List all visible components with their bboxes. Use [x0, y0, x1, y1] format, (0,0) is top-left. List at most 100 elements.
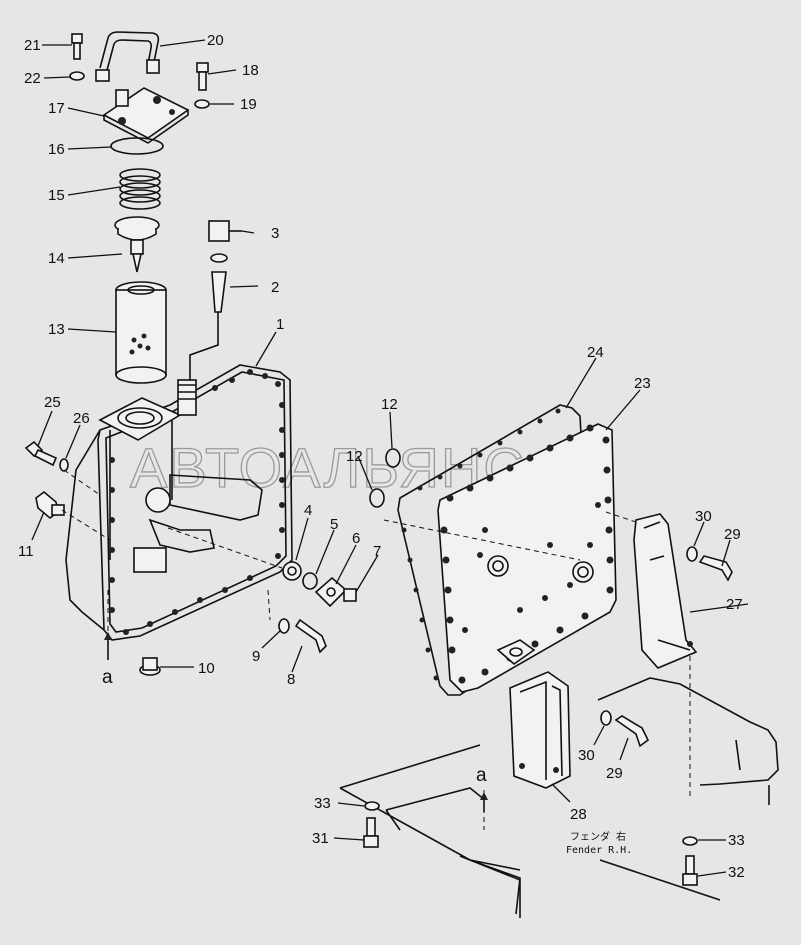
callout-29-upper: 29 [724, 526, 741, 543]
reference-line [383, 519, 581, 561]
callout-6: 6 [352, 530, 360, 547]
washer-part-30-lower [600, 710, 612, 726]
bolt-shank-part-18 [198, 71, 207, 91]
callout-25: 25 [44, 394, 61, 411]
washer-part-9 [278, 618, 290, 634]
o-ring-part-5 [302, 572, 318, 590]
callout-8: 8 [287, 671, 295, 688]
o-ring-part-12-lower [369, 488, 385, 508]
guard-part-28 [509, 671, 571, 789]
callout-1: 1 [276, 316, 284, 333]
valve-part-14 [114, 216, 160, 273]
callout-22: 22 [24, 70, 41, 87]
bolt-shank-part-21 [73, 42, 81, 60]
reference-arrowhead [480, 792, 488, 800]
callout-32: 32 [728, 864, 745, 881]
callout-5: 5 [330, 516, 338, 533]
callout-2: 2 [271, 279, 279, 296]
callout-30-lower: 30 [578, 747, 595, 764]
drain-plug-part-10-head [142, 657, 158, 671]
fender-note-japanese: フェンダ 右 [570, 830, 626, 843]
cover-bolt [169, 109, 175, 115]
callout-11: 11 [18, 543, 34, 560]
tank-cover-part-23 [437, 423, 617, 693]
callout-33-left: 33 [314, 795, 331, 812]
callout-28: 28 [570, 806, 587, 823]
bracket-part-27 [633, 513, 698, 669]
washer-part-19 [194, 99, 210, 109]
bolt-part-8 [294, 618, 327, 654]
guard-bolt [553, 767, 559, 773]
filter-element-part-13 [115, 281, 167, 384]
guard-bolt [519, 763, 525, 769]
callout-4: 4 [304, 502, 312, 519]
fender-note-english: Fender R.H. [566, 845, 632, 856]
cover-port [487, 555, 509, 577]
fender-rh-outline [597, 677, 779, 786]
flange-part-4 [282, 561, 302, 581]
cover-bolt [153, 96, 161, 104]
callout-19: 19 [240, 96, 257, 113]
cover-boss [115, 89, 129, 107]
gasket-bolt-holes [401, 408, 561, 681]
reference-line [267, 589, 271, 621]
o-ring-part-12-upper [385, 448, 401, 468]
bolt-head-part-31 [363, 835, 379, 848]
cover-flange [496, 639, 536, 666]
bolt-shank-part-25 [33, 448, 58, 467]
bracket-edges [643, 521, 691, 651]
cover-flange-hole [509, 647, 523, 657]
fender-edge [385, 787, 486, 831]
guard-part-28-edges [519, 680, 563, 780]
spring-part-15 [119, 168, 161, 210]
bolt-shank-part-32 [685, 855, 695, 875]
flange-part-4-bore [287, 566, 297, 576]
bolt-head-part-18 [196, 62, 209, 73]
callout-29-lower: 29 [606, 765, 623, 782]
reference-line [63, 469, 101, 496]
callout-10: 10 [198, 660, 215, 677]
o-ring-part-16 [110, 137, 164, 155]
plug-part-11-thread [51, 504, 65, 516]
cover-plate-part-6 [314, 576, 348, 608]
cover-port-bore [492, 560, 504, 572]
callout-13: 13 [48, 321, 65, 338]
fender-outline [339, 744, 521, 915]
callout-23: 23 [634, 375, 651, 392]
callout-17: 17 [48, 100, 65, 117]
callout-12-lower: 12 [346, 448, 363, 465]
reference-label-a-right: a [476, 765, 487, 786]
bolt-part-29-upper [698, 555, 733, 582]
pipe-part-20-inner [105, 39, 152, 75]
callout-3: 3 [271, 225, 279, 242]
fender-edge [599, 739, 741, 901]
washer-part-33-left [364, 801, 380, 811]
nut-part-7 [343, 588, 357, 602]
pipe-fitting [146, 59, 160, 74]
washer-part-30-upper [686, 546, 698, 562]
callout-27: 27 [726, 596, 743, 613]
washer-part-22 [69, 71, 85, 81]
callout-9: 9 [252, 648, 260, 665]
callout-31: 31 [312, 830, 329, 847]
callout-26: 26 [73, 410, 90, 427]
reference-label-a-left: a [102, 667, 113, 688]
bolt-shank-part-31 [366, 817, 376, 837]
bracket-bolt [687, 641, 693, 647]
callout-30-upper: 30 [695, 508, 712, 525]
washer-part-26 [59, 458, 69, 472]
bolt-head-part-32 [682, 873, 698, 886]
callout-16: 16 [48, 141, 65, 158]
reference-line [167, 527, 283, 569]
pipe-fitting [95, 69, 110, 82]
cover-perimeter-bolts [440, 424, 614, 684]
cover-port [572, 561, 594, 583]
callout-21: 21 [24, 37, 41, 54]
fender-edge [459, 855, 521, 918]
cover-plate-hole [326, 587, 336, 597]
washer-part-33-right [682, 836, 698, 846]
callout-20: 20 [207, 32, 224, 49]
bolt-part-29-lower [614, 715, 650, 748]
